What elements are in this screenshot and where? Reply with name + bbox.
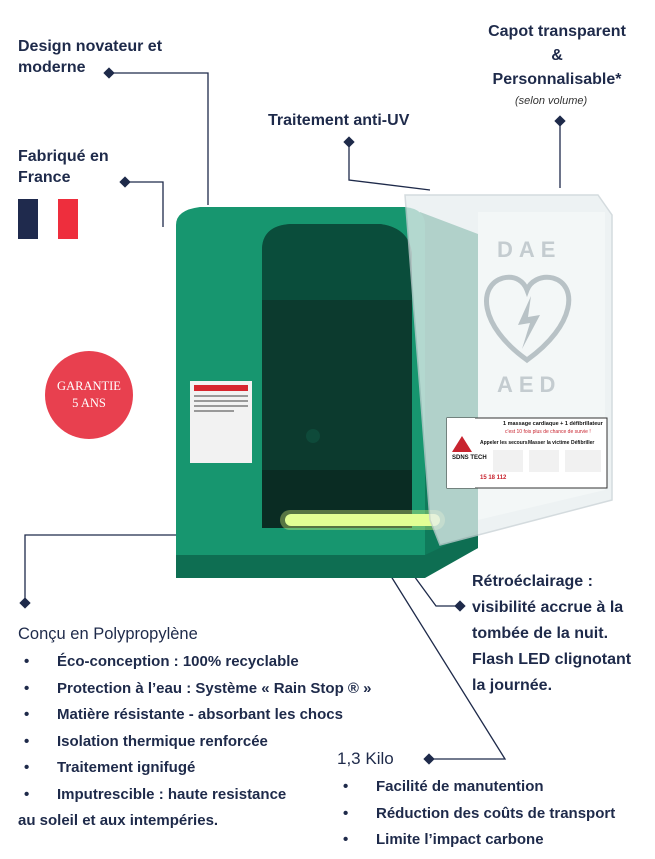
polypropylene-list: Éco-conception : 100% recyclable Protect… (18, 649, 371, 808)
polypropylene-tail: au soleil et aux intempéries. (18, 812, 219, 829)
label-retro-line-5: la journée. (472, 677, 553, 694)
cover-text-aed: AED (497, 372, 562, 397)
list-item: Matière résistante - absorbant les chocs (18, 702, 371, 729)
french-flag (18, 199, 78, 239)
cover-brand: SDNS TECH (452, 455, 487, 461)
warranty-line-1: GARANTIE (57, 379, 121, 393)
label-france-line-2: France (18, 169, 71, 186)
list-item: Isolation thermique renforcée (18, 729, 371, 756)
cover-text-dae: DAE (497, 237, 562, 262)
leader-line-retro (405, 564, 460, 607)
label-design-line-1: Design novateur et (18, 38, 163, 55)
leader-line-polypropylene (24, 534, 190, 603)
list-item: Éco-conception : 100% recyclable (18, 649, 371, 676)
cover-label-sub: c'est 10 fois plus de chance de survie ! (505, 429, 591, 435)
cover-call-title: Appeler les secours (480, 440, 528, 446)
leader-line-design (110, 72, 209, 205)
label-retro: Rétroéclairage : visibilité accrue à la … (472, 569, 631, 699)
label-retro-line-3: tombée de la nuit. (472, 625, 609, 642)
list-item: Réduction des coûts de transport (337, 801, 615, 828)
label-capot-line-1: Capot transparent (488, 23, 626, 40)
warranty-badge-text: GARANTIE 5 ANS (45, 378, 133, 412)
cover-label-title: 1 massage cardiaque + 1 défibrillateur (503, 421, 603, 427)
label-retro-line-1: Rétroéclairage : (472, 573, 593, 590)
weight-list: Facilité de manutention Réduction des co… (337, 774, 615, 854)
label-capot: Capot transparent & Personnalisable* (462, 20, 652, 92)
list-item: Traitement ignifugé (18, 755, 371, 782)
label-retro-line-4: Flash LED clignotant (472, 651, 632, 668)
cover-call-numbers: 15 18 112 (480, 475, 507, 481)
list-item: Protection à l’eau : Système « Rain Stop… (18, 676, 371, 703)
label-capot-line-3: Personnalisable* (492, 71, 622, 88)
leader-line-weight (383, 564, 507, 760)
label-retro-line-2: visibilité accrue à la (472, 599, 624, 616)
weight-title: 1,3 Kilo (337, 749, 394, 768)
leader-line-uv (348, 143, 431, 191)
label-capot-note: (selon volume) (515, 95, 588, 107)
label-france: Fabriqué en France (18, 146, 109, 188)
list-item: Facilité de manutention (337, 774, 615, 801)
leader-line-france (127, 181, 164, 227)
label-france-line-1: Fabriqué en (18, 148, 109, 165)
cabinet (176, 207, 478, 578)
cover-defib-title: Défibriller (571, 440, 595, 446)
cover-place-title: Masser la victime (528, 440, 570, 446)
label-capot-amp: & (551, 47, 563, 64)
warranty-badge (45, 351, 133, 439)
label-design: Design novateur et moderne (18, 36, 162, 78)
polypropylene-title: Conçu en Polypropylène (18, 625, 198, 643)
list-item: Imputrescible : haute resistance (18, 782, 371, 809)
list-item: Limite l’impact carbone (337, 827, 615, 854)
label-uv: Traitement anti-UV (268, 112, 410, 129)
warranty-line-2: 5 ANS (72, 396, 106, 410)
label-design-line-2: moderne (18, 59, 86, 76)
transparent-cover (404, 194, 613, 546)
